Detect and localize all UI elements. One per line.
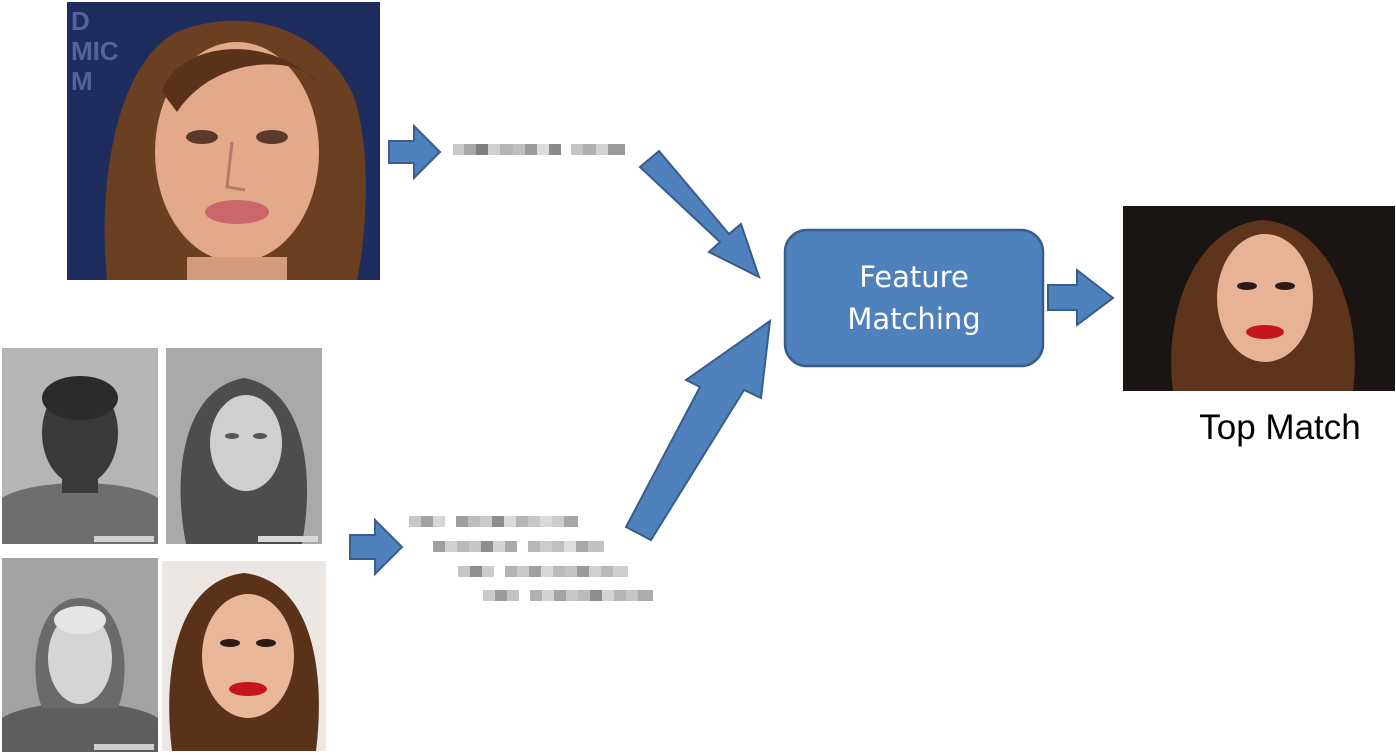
arrow-query-to-features [388,123,442,181]
svg-text:MIC: MIC [71,36,119,66]
top-match-face-image [1123,206,1395,391]
gallery-feature-vector-4 [483,590,655,601]
arrow-query-features-to-matching [638,149,761,279]
gallery-face-1-illustration [2,348,158,544]
gallery-feature-vector-3 [458,566,630,577]
gallery-feature-vector-1 [409,516,580,527]
feature-matching-label: Feature Matching [847,259,981,336]
gallery-face-3-image [2,558,158,752]
gallery-face-1-image [2,348,158,544]
gallery-face-3-illustration [2,558,158,752]
top-match-caption: Top Match [1199,408,1361,447]
arrow-matching-to-result [1047,267,1115,327]
gallery-feature-vector-2 [433,541,606,552]
arrow-gallery-features-to-matching [624,318,772,542]
gallery-face-4-image [162,561,326,751]
gallery-face-2-illustration [166,348,322,544]
query-face-illustration: D MIC M [67,2,380,280]
query-face-image: D MIC M [67,2,380,280]
feature-matching-box [783,228,1045,368]
top-match-face-illustration [1123,206,1395,391]
svg-text:M: M [71,66,93,96]
query-feature-vector [453,144,625,155]
arrow-gallery-to-features [349,517,404,577]
gallery-face-2-image [166,348,322,544]
svg-text:D: D [71,6,90,36]
gallery-face-4-illustration [162,561,326,751]
